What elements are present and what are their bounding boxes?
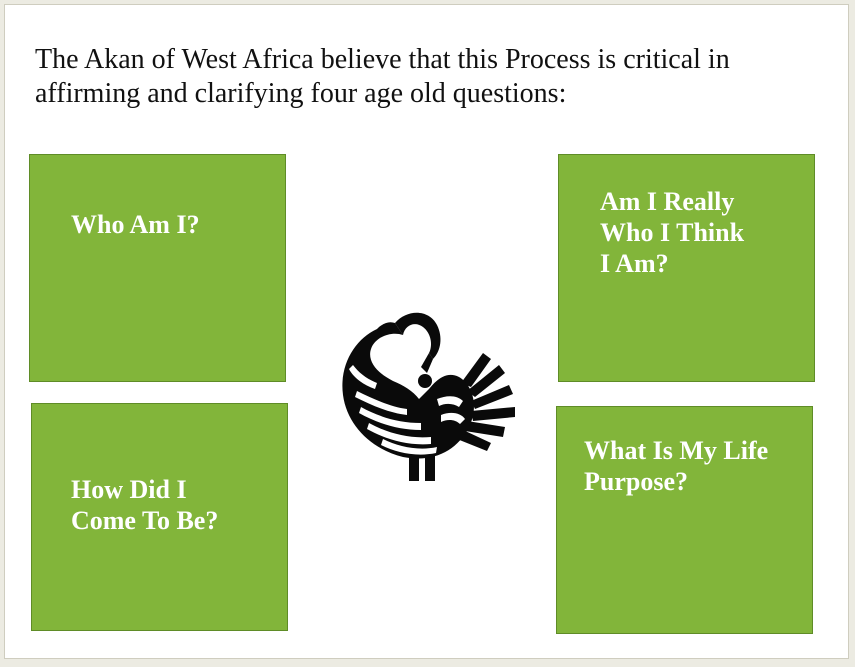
slide-title: The Akan of West Africa believe that thi… <box>35 44 730 109</box>
question-box-who-am-i: Who Am I? <box>29 154 286 382</box>
question-box-am-i-really: Am I Really Who I Think I Am? <box>558 154 815 382</box>
question-text: Who Am I? <box>71 210 200 239</box>
question-text: What Is My Life Purpose? <box>584 436 769 496</box>
question-text: How Did I Come To Be? <box>71 475 219 535</box>
question-text: Am I Really Who I Think I Am? <box>600 187 745 278</box>
sankofa-bird-icon <box>342 312 515 481</box>
question-box-how-did-i-come: How Did I Come To Be? <box>31 403 288 631</box>
question-box-life-purpose: What Is My Life Purpose? <box>556 406 813 634</box>
slide: The Akan of West Africa believe that thi… <box>4 4 849 659</box>
